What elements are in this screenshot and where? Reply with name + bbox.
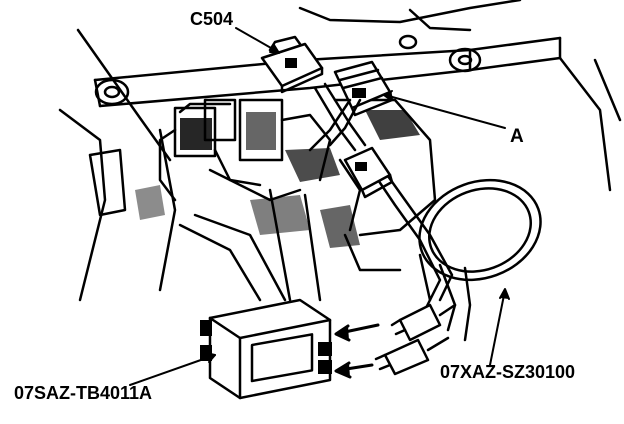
- direction-arrows: [334, 323, 380, 379]
- control-module: [200, 298, 332, 400]
- frame-bolts: [94, 34, 482, 106]
- harness-coil: [418, 178, 542, 342]
- plug-ends: [374, 303, 457, 376]
- leader-lines: [129, 27, 510, 386]
- test-connector: [343, 146, 394, 199]
- callout-part-a: A: [510, 126, 524, 147]
- connector-a: [333, 60, 394, 117]
- callout-module: 07SAZ-TB4011A: [14, 383, 153, 403]
- underdash-components: [158, 98, 437, 272]
- frame-structure: [76, 0, 622, 192]
- callout-harness: 07XAZ-SZ30100: [440, 362, 576, 382]
- shading: [135, 110, 420, 248]
- connector-c504: [260, 35, 324, 94]
- callout-connector-c504: C504: [190, 9, 234, 29]
